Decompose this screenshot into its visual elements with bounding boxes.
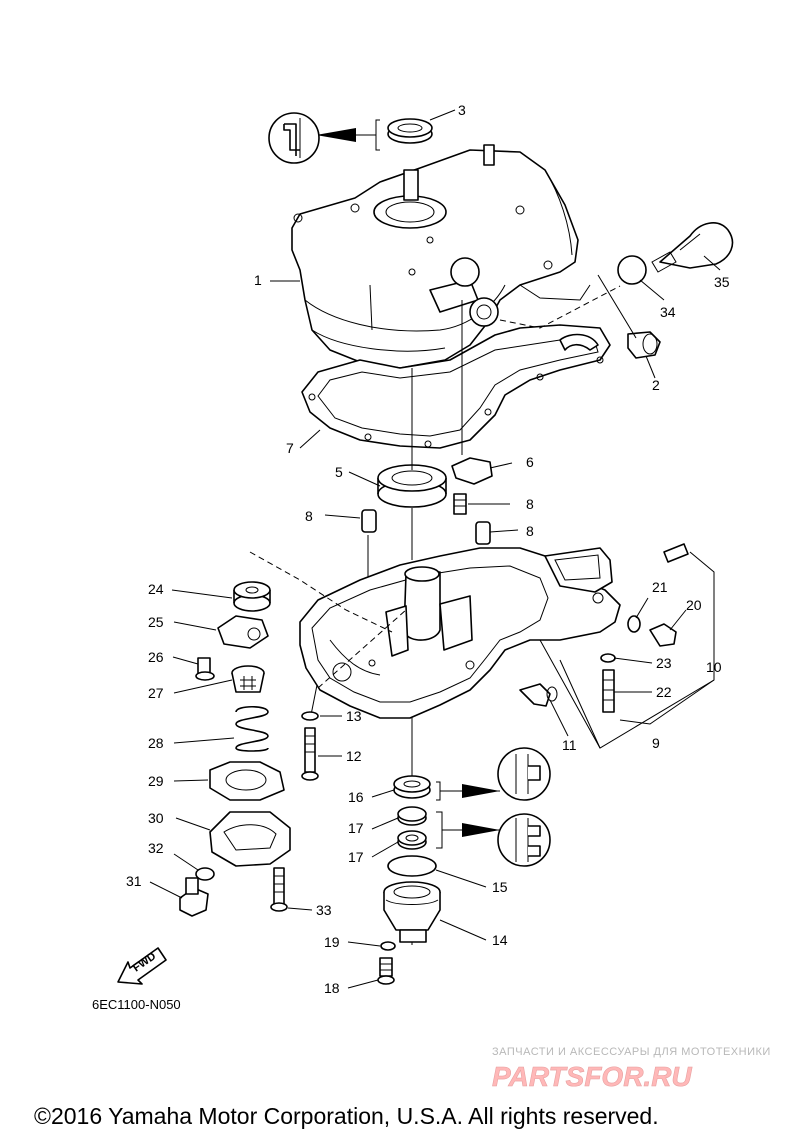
callout-9: 9 xyxy=(652,735,660,751)
callout-labels: 3 1 35 34 2 7 5 6 8 8 8 24 25 26 27 28 2… xyxy=(126,102,730,996)
fwd-arrow: FWD xyxy=(117,947,167,985)
callout-30: 30 xyxy=(148,810,164,826)
bearing xyxy=(377,464,447,508)
callout-28: 28 xyxy=(148,735,164,751)
lower-seals xyxy=(387,775,437,877)
reference-code: 6EC1100-N050 xyxy=(92,997,181,1012)
seal-insets xyxy=(436,747,551,867)
callout-2: 2 xyxy=(652,377,660,393)
gasket xyxy=(301,324,611,449)
callout-7: 7 xyxy=(286,440,294,456)
dowel-pins xyxy=(361,509,491,545)
callout-4: 5 xyxy=(335,464,343,480)
copyright-notice: ©2016 Yamaha Motor Corporation, U.S.A. A… xyxy=(34,1103,659,1129)
callout-16: 16 xyxy=(348,789,364,805)
lower-housing xyxy=(377,881,441,985)
watermark: ЗАПЧАСТИ И АКСЕССУАРЫ ДЛЯ МОТОТЕХНИКИ PA… xyxy=(492,1046,771,1092)
callout-29: 29 xyxy=(148,773,164,789)
callout-1: 1 xyxy=(254,272,262,288)
oil-seal-top xyxy=(268,112,433,164)
watermark-brand: PARTSFOR.RU xyxy=(492,1061,692,1092)
callout-27: 27 xyxy=(148,685,164,701)
leader-lines xyxy=(149,109,721,989)
callout-10: 10 xyxy=(706,659,722,675)
callout-13: 13 xyxy=(346,708,362,724)
callout-20: 20 xyxy=(686,597,702,613)
drain-plug xyxy=(499,222,734,359)
callout-8-right: 8 xyxy=(526,523,534,539)
callout-11: 11 xyxy=(562,737,577,753)
callout-31: 31 xyxy=(126,873,142,889)
callout-35: 35 xyxy=(714,274,730,290)
right-side-fasteners xyxy=(519,543,689,713)
callout-12: 12 xyxy=(346,748,362,764)
callout-25: 25 xyxy=(148,614,164,630)
callout-6: 8 xyxy=(526,496,534,512)
callout-8-left: 8 xyxy=(305,508,313,524)
callout-24: 24 xyxy=(148,581,164,597)
callout-32: 32 xyxy=(148,840,164,856)
long-bolt xyxy=(301,711,319,781)
callout-33: 33 xyxy=(316,902,332,918)
callout-26: 26 xyxy=(148,649,164,665)
callout-22: 22 xyxy=(656,684,672,700)
crankcase-lower xyxy=(249,547,621,719)
callout-23: 23 xyxy=(656,655,672,671)
plate-and-bolt xyxy=(451,457,493,515)
callout-18: 18 xyxy=(324,980,340,996)
callout-14: 14 xyxy=(492,932,508,948)
callout-3: 3 xyxy=(458,102,466,118)
callout-21: 21 xyxy=(652,579,668,595)
callout-19: 19 xyxy=(324,934,340,950)
callout-15: 15 xyxy=(492,879,508,895)
callout-17-upper: 17 xyxy=(348,820,364,836)
crankcase-upper xyxy=(291,144,591,369)
callout-17-lower: 17 xyxy=(348,849,364,865)
callout-34: 34 xyxy=(660,304,676,320)
callout-5: 6 xyxy=(526,454,534,470)
watermark-tagline: ЗАПЧАСТИ И АКСЕССУАРЫ ДЛЯ МОТОТЕХНИКИ xyxy=(492,1046,771,1058)
filter-assembly xyxy=(179,581,291,917)
